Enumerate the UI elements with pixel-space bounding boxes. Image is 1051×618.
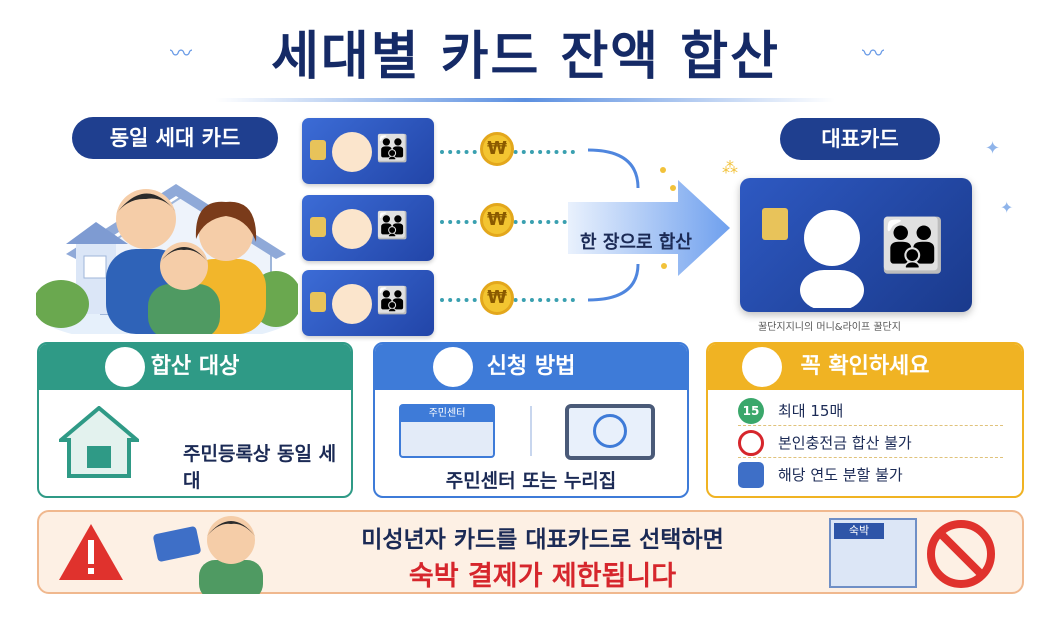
check-item-text: 본인충전금 합산 불가 <box>778 434 912 452</box>
check-item-text: 최대 15매 <box>778 402 844 420</box>
won-coin-icon: ₩ <box>480 281 514 315</box>
panel-check-header: 꼭 확인하세요 <box>708 344 1022 390</box>
warning-icon <box>742 347 782 387</box>
sparkle-icon: ✦ <box>1000 198 1014 217</box>
panel-apply: 신청 방법 주민센터 주민센터 또는 누리집 <box>373 342 689 498</box>
people-icon <box>105 347 145 387</box>
divider <box>530 406 532 456</box>
community-center-icon: 주민센터 <box>399 404 495 458</box>
shine-icon: ⁂ <box>722 158 738 177</box>
no-charge-icon <box>738 430 764 456</box>
panel-apply-header: 신청 방법 <box>375 344 687 390</box>
chip-icon <box>310 292 326 312</box>
hotel-icon: 숙박 <box>829 518 917 588</box>
family-card: 👪 <box>302 270 434 336</box>
family-icon: 👪 <box>376 286 409 316</box>
chip-icon <box>762 208 788 240</box>
panel-check: 꼭 확인하세요 15 최대 15매 본인충전금 합산 불가 해당 연도 분할 불… <box>706 342 1024 498</box>
sparkle-icon: 〰 <box>170 42 193 67</box>
chip-icon <box>310 140 326 160</box>
family-label: 동일 세대 카드 <box>72 117 278 159</box>
representative-card: 👪 <box>740 178 972 312</box>
won-coin-icon: ₩ <box>480 203 514 237</box>
family-icon: 👪 <box>376 134 409 164</box>
panel-target: 합산 대상 주민등록상 동일 세대 <box>37 342 353 498</box>
hotel-sign: 숙박 <box>834 523 884 539</box>
apply-text: 주민센터 또는 누리집 <box>445 470 617 492</box>
won-coin-icon: ₩ <box>480 132 514 166</box>
prohibited-icon <box>927 520 995 588</box>
child-with-card-illustration <box>153 516 263 594</box>
page-title: 세대별 카드 잔액 합산 <box>271 27 780 87</box>
building-icon <box>433 347 473 387</box>
laptop-icon <box>565 404 655 460</box>
warning-banner: 미성년자 카드를 대표카드로 선택하면 숙박 결제가 제한됩니다 숙박 <box>37 510 1024 594</box>
sparkle-icon: 〰 <box>862 42 885 67</box>
family-icon: 👪 <box>376 211 409 241</box>
check-item: 본인충전금 합산 불가 <box>738 428 1003 458</box>
family-icon: 👪 <box>880 216 945 276</box>
merge-label: 한 장으로 합산 <box>580 232 692 253</box>
chip-icon <box>310 217 326 237</box>
panel-target-header: 합산 대상 <box>39 344 351 390</box>
house-icon <box>59 406 139 478</box>
title-underline <box>215 98 835 102</box>
center-sign: 주민센터 <box>401 406 493 422</box>
merge-arrow-icon <box>568 148 730 302</box>
check-item: 15 최대 15매 <box>738 396 1003 426</box>
count-badge-icon: 15 <box>738 398 764 424</box>
person-icon <box>332 284 372 324</box>
panel-apply-title: 신청 방법 <box>486 354 576 379</box>
check-item: 해당 연도 분할 불가 <box>738 460 1003 490</box>
check-item-text: 해당 연도 분할 불가 <box>778 466 903 484</box>
family-illustration <box>36 184 298 334</box>
person-icon <box>332 132 372 172</box>
sparkle-icon: ✦ <box>985 138 1001 159</box>
person-icon <box>800 210 864 308</box>
warning-icon <box>59 524 123 580</box>
person-icon <box>332 209 372 249</box>
child-figure <box>148 242 220 334</box>
family-card: 👪 <box>302 195 434 261</box>
panel-check-title: 꼭 확인하세요 <box>800 354 930 379</box>
globe-icon <box>593 414 627 448</box>
calendar-icon <box>738 462 764 488</box>
panel-target-title: 합산 대상 <box>150 354 240 379</box>
family-card: 👪 <box>302 118 434 184</box>
banner-line-2: 숙박 결제가 제한됩니다 <box>408 561 677 592</box>
representative-card-label: 대표카드 <box>780 118 940 160</box>
target-text: 주민등록상 동일 세대 <box>183 443 337 492</box>
banner-line-1: 미성년자 카드를 대표카드로 선택하면 <box>361 527 724 553</box>
credit-text: 꿀단지지니의 머니&라이프 꿀단지 <box>758 322 901 333</box>
